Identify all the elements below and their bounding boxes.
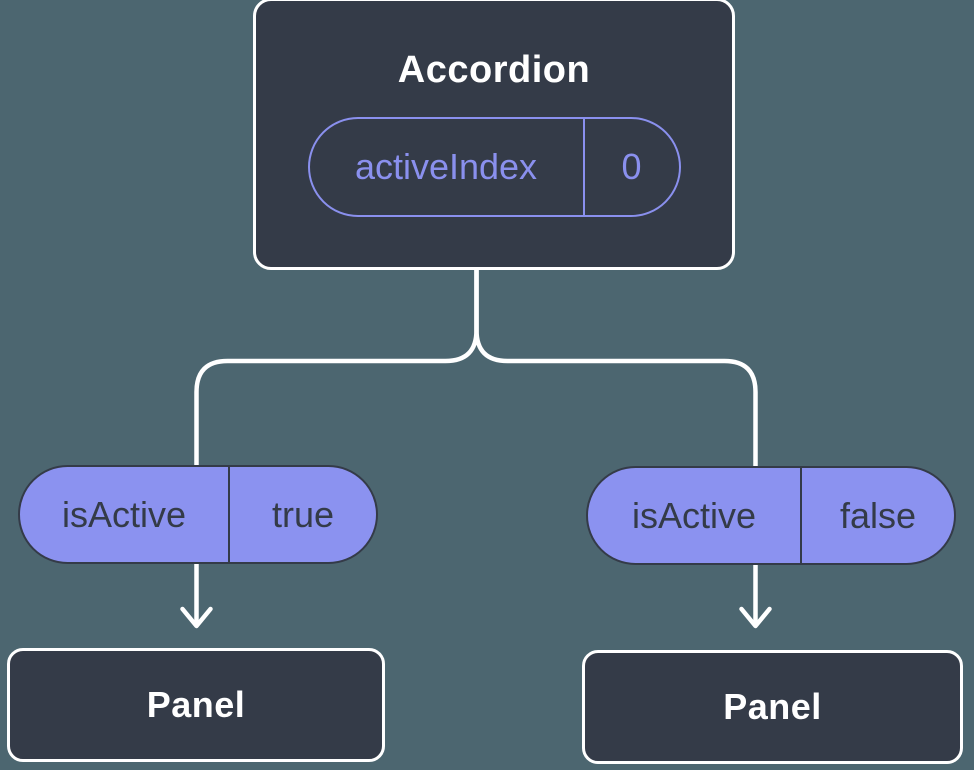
arrow-down-right-head-icon bbox=[739, 606, 772, 629]
accordion-node: Accordion activeIndex 0 bbox=[253, 0, 735, 270]
state-key: activeIndex bbox=[354, 145, 538, 187]
connector-branch-left bbox=[194, 264, 479, 470]
prop-value: true bbox=[228, 467, 376, 562]
panel-node-right: Panel bbox=[582, 650, 963, 764]
prop-key: isActive bbox=[61, 493, 187, 535]
panel-node-left: Panel bbox=[7, 648, 385, 762]
arrow-down-left-head-icon bbox=[180, 606, 213, 629]
prop-key: isActive bbox=[631, 494, 757, 536]
prop-pill-isactive-false: isActive false bbox=[586, 466, 956, 565]
state-value: 0 bbox=[582, 118, 679, 215]
connector-branch-right bbox=[474, 264, 758, 470]
prop-pill-isactive-true: isActive true bbox=[18, 465, 378, 564]
state-pill: activeIndex 0 bbox=[307, 116, 681, 217]
prop-value: false bbox=[800, 468, 954, 563]
accordion-node-title: Accordion bbox=[397, 49, 591, 91]
